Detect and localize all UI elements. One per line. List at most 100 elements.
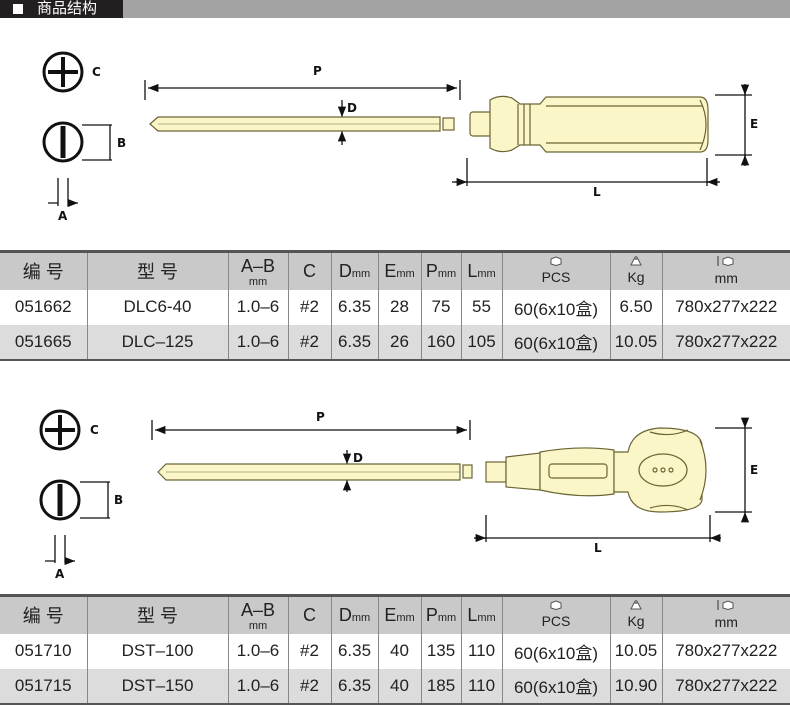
cell-model: DLC6-40 — [86, 289, 228, 325]
cell-p: 75 — [420, 289, 461, 325]
label-e: E — [750, 463, 758, 477]
cell-model: DST–150 — [86, 668, 228, 704]
cell-l: 110 — [460, 668, 502, 704]
weight-icon — [630, 256, 642, 266]
cell-kg: 10.90 — [609, 668, 662, 704]
cell-model: DST–100 — [86, 633, 228, 669]
drawing-dlc-screwdriver: C B A P D E L — [42, 51, 758, 223]
col-p: Pmm — [420, 251, 461, 290]
cell-model: DLC–125 — [86, 324, 228, 360]
col-model: 型 号 — [86, 251, 228, 290]
cell-pcs: 60(6x10盒) — [501, 324, 610, 360]
cell-e: 40 — [377, 633, 421, 669]
cell-p: 185 — [420, 668, 461, 704]
cell-p: 160 — [420, 324, 461, 360]
section-title: 商品结构 — [37, 0, 98, 17]
box-icon — [550, 600, 562, 610]
section-header-label: 商品结构 — [0, 0, 123, 18]
cell-kg: 10.05 — [609, 324, 662, 360]
col-d: Dmm — [330, 595, 378, 634]
col-e: Emm — [377, 595, 421, 634]
cell-l: 110 — [460, 633, 502, 669]
col-pcs: PCS — [501, 251, 610, 290]
col-c: C — [287, 595, 331, 634]
cell-c: #2 — [287, 633, 331, 669]
cell-l: 55 — [460, 289, 502, 325]
col-code: 编 号 — [0, 251, 87, 290]
label-l: L — [594, 541, 602, 555]
cell-l: 105 — [460, 324, 502, 360]
col-size: mm — [661, 251, 790, 290]
cell-pcs: 60(6x10盒) — [501, 633, 610, 669]
cell-size: 780x277x222 — [661, 289, 790, 325]
weight-icon — [630, 600, 642, 610]
label-p: P — [316, 410, 325, 424]
col-model: 型 号 — [86, 595, 228, 634]
cell-e: 28 — [377, 289, 421, 325]
cell-size: 780x277x222 — [661, 668, 790, 704]
label-e: E — [750, 117, 758, 131]
square-bullet-icon — [13, 4, 23, 14]
cell-c: #2 — [287, 668, 331, 704]
box-icon — [550, 256, 562, 266]
label-d: D — [353, 451, 363, 465]
col-kg: Kg — [609, 595, 662, 634]
drawing-dst-screwdriver: C B A P D E L — [39, 409, 758, 581]
cell-size: 780x277x222 — [661, 633, 790, 669]
cell-kg: 6.50 — [609, 289, 662, 325]
label-b: B — [114, 493, 123, 507]
cell-p: 135 — [420, 633, 461, 669]
col-kg: Kg — [609, 251, 662, 290]
label-l: L — [593, 185, 601, 199]
phillips-tip-icon — [39, 409, 81, 451]
cell-code: 051665 — [0, 324, 87, 360]
label-c: C — [90, 423, 99, 437]
cell-c: #2 — [287, 289, 331, 325]
col-l: Lmm — [460, 595, 502, 634]
cell-d: 6.35 — [330, 633, 378, 669]
col-code: 编 号 — [0, 595, 87, 634]
slotted-tip-icon — [39, 479, 81, 521]
label-a: A — [58, 209, 68, 223]
slotted-tip-icon — [42, 121, 84, 163]
cell-d: 6.35 — [330, 289, 378, 325]
col-d: Dmm — [330, 251, 378, 290]
cell-pcs: 60(6x10盒) — [501, 668, 610, 704]
cell-kg: 10.05 — [609, 633, 662, 669]
label-c: C — [92, 65, 101, 79]
cell-code: 051715 — [0, 668, 87, 704]
cell-size: 780x277x222 — [661, 324, 790, 360]
cell-e: 40 — [377, 668, 421, 704]
cell-c: #2 — [287, 324, 331, 360]
cell-code: 051710 — [0, 633, 87, 669]
cell-e: 26 — [377, 324, 421, 360]
col-pcs: PCS — [501, 595, 610, 634]
col-p: Pmm — [420, 595, 461, 634]
cell-ab: 1.0–6 — [227, 668, 288, 704]
label-d: D — [347, 101, 357, 115]
col-e: Emm — [377, 251, 421, 290]
carton-size-icon — [717, 255, 734, 266]
cell-ab: 1.0–6 — [227, 324, 288, 360]
label-a: A — [55, 567, 65, 581]
cell-ab: 1.0–6 — [227, 633, 288, 669]
phillips-tip-icon — [42, 51, 84, 93]
label-b: B — [117, 136, 126, 150]
col-l: Lmm — [460, 251, 502, 290]
cell-ab: 1.0–6 — [227, 289, 288, 325]
label-p: P — [313, 64, 322, 78]
col-c: C — [287, 251, 331, 290]
carton-size-icon — [717, 599, 734, 610]
cell-code: 051662 — [0, 289, 87, 325]
cell-pcs: 60(6x10盒) — [501, 289, 610, 325]
